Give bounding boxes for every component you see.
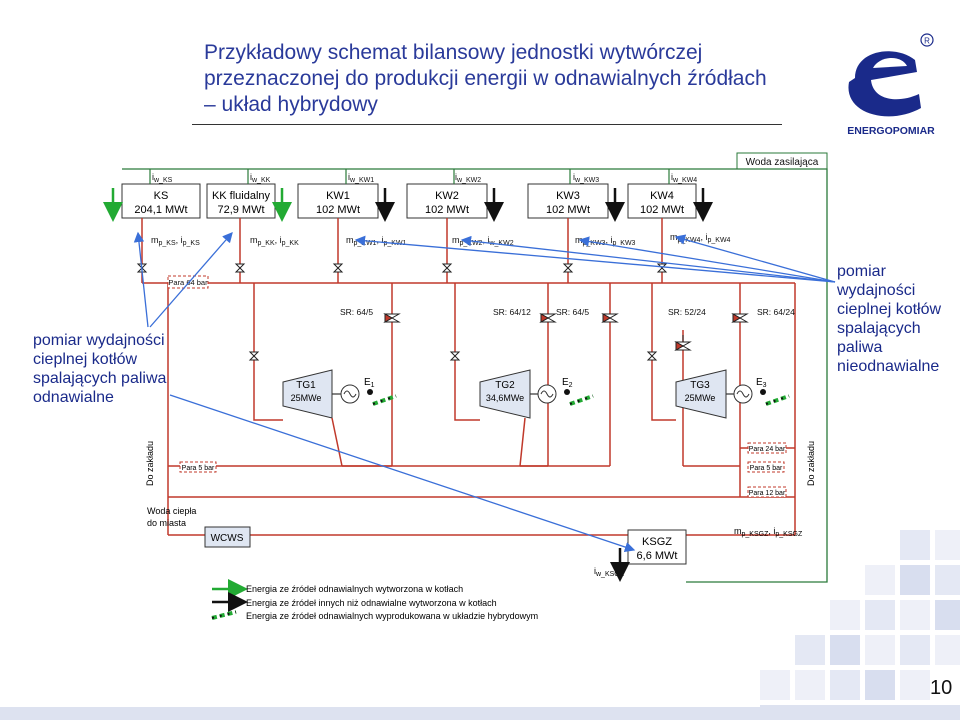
boiler-kw4: KW4 102 MWt	[627, 183, 697, 219]
logo-e-cut-icon	[873, 57, 907, 68]
boiler-ks: KS 204,1 MWt	[121, 183, 201, 219]
generator-label: E1	[364, 377, 375, 389]
ksgz-mp-label: mp_KSGZ, ip_KSGZ	[734, 526, 803, 538]
woda-ciepla-line-1: Woda ciepła	[147, 506, 196, 516]
wcws-box	[204, 526, 251, 548]
logo-e-icon	[848, 51, 921, 117]
ksgz-box	[627, 529, 687, 565]
title-line-1: Przykładowy schemat bilansowy jednostki …	[204, 41, 703, 64]
energy-input-arrows	[103, 188, 713, 222]
boiler-kw1: KW1 102 MWt	[297, 183, 379, 219]
slide-title: Przykładowy schemat bilansowy jednostki …	[204, 40, 804, 118]
turbine-name: TG1	[296, 380, 316, 391]
para-5-right-label: Para 5 bar	[750, 465, 783, 472]
legend-item-1: Energia ze źródeł odnawialnych wytworzon…	[246, 584, 463, 594]
iw-label-kw2: iw_KW2	[455, 172, 481, 184]
do-zakladu-right: Do zakładu	[806, 441, 816, 486]
iw-label-kk: iw_KK	[250, 172, 271, 184]
boiler-power: 102 MWt	[640, 204, 684, 216]
iw-label-kw1: iw_KW1	[348, 172, 374, 184]
woda-zasilajaca-label: Woda zasilająca	[746, 157, 819, 168]
title-divider	[192, 124, 782, 125]
sr-label-2: SR: 64/12	[493, 307, 531, 317]
ksgz-iw-label: iw_KSGZ	[594, 566, 625, 578]
boiler-name: KW1	[326, 190, 350, 202]
generator-e3: E3	[733, 377, 767, 404]
bottom-band	[0, 707, 960, 720]
iw-label-kw3: iw_KW3	[573, 172, 599, 184]
turbine-tg3: TG3 25MWe	[675, 369, 727, 419]
sr-label-5: SR: 64/24	[757, 307, 795, 317]
generator-e1: E1	[340, 377, 375, 404]
boiler-power: 102 MWt	[316, 204, 360, 216]
sr-label-1: SR: 64/5	[340, 307, 373, 317]
right-annotation: pomiar wydajności cieplnej kotłów spalaj…	[837, 263, 942, 375]
para-5-box	[179, 461, 217, 473]
para-5-label: Para 5 bar	[182, 465, 215, 472]
boiler-name: KK fluidalny	[212, 190, 271, 202]
registered-mark: R	[924, 37, 930, 46]
legend-hybrid-arrow-icon	[211, 610, 237, 620]
feedwater-line	[122, 168, 828, 583]
legend: Energia ze źródeł odnawialnych wytworzon…	[211, 579, 538, 621]
boiler-name: KW3	[556, 190, 580, 202]
reducing-valves	[383, 313, 749, 351]
sr-labels: SR: 64/5 SR: 64/12 SR: 64/5 SR: 52/24 SR…	[340, 307, 795, 317]
boiler-power: 204,1 MWt	[134, 204, 187, 216]
turbine-tg2: TG2 34,6MWe	[479, 369, 531, 419]
turbine-power: 34,6MWe	[486, 393, 524, 403]
boiler-power: 102 MWt	[546, 204, 590, 216]
generator-label: E2	[562, 377, 573, 389]
hybrid-energy-arrows	[372, 394, 790, 406]
turbine-exhaust	[331, 417, 526, 467]
sr-label-3: SR: 64/5	[556, 307, 589, 317]
ksgz-name: KSGZ	[642, 536, 672, 548]
turbine-power: 25MWe	[291, 393, 322, 403]
generator-e2: E2	[537, 377, 573, 404]
para-12-label: Para 12 bar	[749, 490, 786, 497]
para-5-right-box	[747, 461, 785, 473]
legend-item-3: Energia ze źródeł odnawialnych wyproduko…	[246, 611, 538, 621]
mp-label-kk: mp_KK, ip_KK	[250, 235, 299, 247]
mp-labels: mp_KS, ip_KS mp_KK, ip_KK mp_KW1, ip_KW1…	[151, 232, 731, 247]
sr-label-4: SR: 52/24	[668, 307, 706, 317]
para-24-box	[747, 442, 787, 454]
generator-label: E3	[756, 377, 767, 389]
boiler-name: KW2	[435, 190, 459, 202]
registered-icon	[920, 33, 934, 47]
para-12-box	[747, 486, 787, 498]
iw-label-ks: iw_KS	[152, 172, 173, 184]
iw-labels: iw_KS iw_KK iw_KW1 iw_KW2 iw_KW3 iw_KW4	[152, 172, 697, 184]
boiler-power: 102 MWt	[425, 204, 469, 216]
energopomiar-logo: R ENERGOPOMIAR	[835, 30, 947, 138]
boiler-kw2: KW2 102 MWt	[406, 183, 488, 219]
logo-text: ENERGOPOMIAR	[847, 125, 935, 137]
do-zakladu-left: Do zakładu	[145, 441, 155, 486]
feedwater-drops	[149, 169, 670, 184]
turbine-tg1: TG1 25MWe	[282, 369, 333, 419]
left-annotation: pomiar wydajności cieplnej kotłów spalaj…	[33, 332, 167, 406]
iw-label-kw4: iw_KW4	[671, 172, 697, 184]
wcws-label: WCWS	[211, 533, 244, 544]
title-line-3: – układ hybrydowy	[204, 93, 378, 116]
boiler-kw3: KW3 102 MWt	[527, 183, 609, 219]
annotation-lines	[133, 231, 836, 553]
steam-header-label-box	[167, 275, 209, 289]
legend-item-2: Energia ze źródeł innych niż odnawialne …	[246, 598, 497, 608]
turbine-name: TG2	[495, 380, 515, 391]
title-line-2: przeznaczonej do produkcji energii w odn…	[204, 67, 767, 90]
turbine-power: 25MWe	[685, 393, 716, 403]
boiler-name: KW4	[650, 190, 674, 202]
mp-label-kw1: mp_KW1, ip_KW1	[346, 235, 407, 247]
turbine-name: TG3	[690, 380, 710, 391]
boiler-kk: KK fluidalny 72,9 MWt	[206, 183, 276, 219]
boiler-name: KS	[154, 190, 169, 202]
mp-label-ks: mp_KS, ip_KS	[151, 235, 200, 247]
ksgz-power: 6,6 MWt	[637, 550, 678, 562]
boiler-power: 72,9 MWt	[217, 204, 264, 216]
para-24-label: Para 24 bar	[749, 446, 786, 453]
woda-ciepla-line-2: do miasta	[147, 518, 186, 528]
page-number: 10	[930, 677, 953, 699]
